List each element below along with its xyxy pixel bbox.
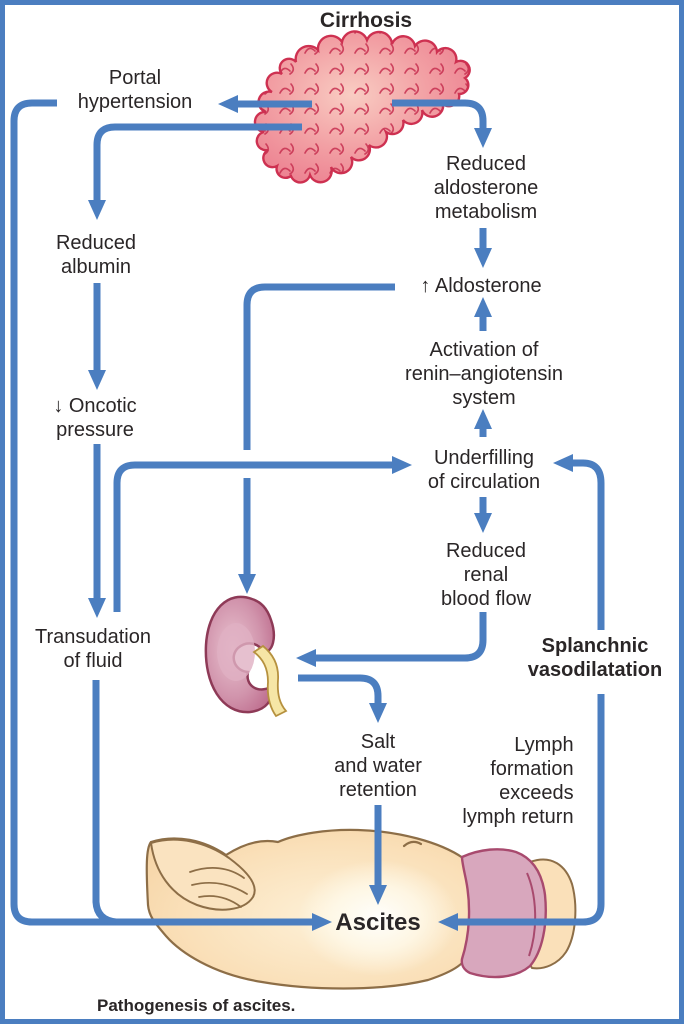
kidney-highlight (217, 623, 255, 681)
arrow-kidney-to-salt-water-retention (298, 674, 387, 723)
garment-fold (526, 872, 537, 957)
navel-mark (402, 840, 423, 848)
arrow-transudation-to-ascites (92, 680, 117, 926)
ascites-glow (298, 860, 458, 976)
node-activation-renin-angiotensin: Activation of renin–angiotensin system (405, 339, 563, 409)
node-cirrhosis: Cirrhosis (319, 9, 413, 32)
arrow-renal-blood-flow-to-kidney (296, 612, 487, 667)
arrow-cirrhosis-to-reduced-aldosterone-metabolism (392, 99, 492, 148)
node-transudation-of-fluid: Transudation of fluid (35, 626, 151, 672)
ureter-shape (252, 644, 288, 718)
node-portal-hypertension: Portal hypertension (77, 67, 193, 113)
node-splanchnic-vasodilatation: Splanchnic vasodilatation (527, 635, 663, 681)
garment-shape (460, 848, 547, 979)
kidney-shape (204, 595, 275, 714)
node-oncotic-pressure: ↓ Oncotic pressure (53, 395, 137, 441)
arrow-transudation-to-underfilling (113, 456, 412, 612)
kidney-illustration (204, 595, 288, 718)
arm-shape (149, 838, 256, 911)
node-increased-aldosterone: ↑ Aldosterone (420, 275, 542, 297)
node-reduced-aldosterone-metabolism: Reduced aldosterone metabolism (433, 153, 539, 223)
node-salt-and-water-retention: Salt and water retention (334, 731, 422, 801)
arrow-aldosterone-to-kidney-upper (243, 283, 395, 450)
node-reduced-albumin: Reduced albumin (55, 232, 137, 278)
abdomen-illustration (145, 828, 577, 990)
finger-lines (189, 867, 248, 908)
liver-illustration (253, 30, 471, 184)
node-lymph-formation-exceeds-return: Lymph formation exceeds lymph return (462, 734, 574, 828)
node-ascites: Ascites (335, 909, 421, 936)
figure-caption: Pathogenesis of ascites. (97, 996, 296, 1015)
arrow-splanchnic-lymph-to-ascites (438, 694, 605, 931)
arrow-cirrhosis-to-reduced-albumin (88, 123, 302, 220)
arrow-splanchnic-to-underfilling (553, 454, 605, 630)
node-reduced-renal-blood-flow: Reduced renal blood flow (440, 540, 532, 610)
arrow-portal-hypertension-to-ascites (10, 99, 332, 931)
node-underfilling-of-circulation: Underfilling of circulation (427, 447, 541, 493)
